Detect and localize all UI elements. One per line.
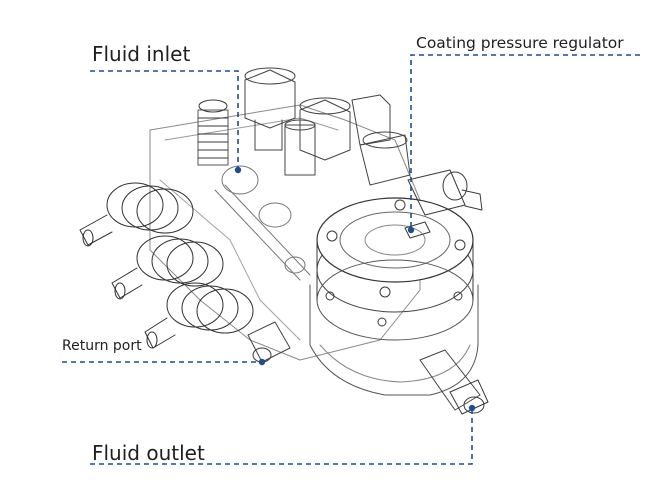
fluid-inlet-label: Fluid inlet: [92, 42, 191, 66]
regulator-leader: [410, 54, 640, 228]
fluid-inlet-leader: [90, 70, 239, 168]
return-port-label: Return port: [62, 338, 142, 354]
coating-pressure-regulator-label: Coating pressure regulator: [416, 34, 624, 52]
regulator-body-drawing: [79, 67, 489, 415]
callout-dots: [234, 166, 476, 412]
fluid-outlet-leader: [90, 410, 473, 465]
regulator-dot: [407, 226, 415, 234]
fluid-inlet-dot: [234, 166, 242, 174]
fluid-outlet-label: Fluid outlet: [92, 441, 205, 465]
callout-leaders: [62, 54, 640, 465]
fluid-outlet-dot: [468, 404, 476, 412]
return-port-dot: [258, 358, 266, 366]
